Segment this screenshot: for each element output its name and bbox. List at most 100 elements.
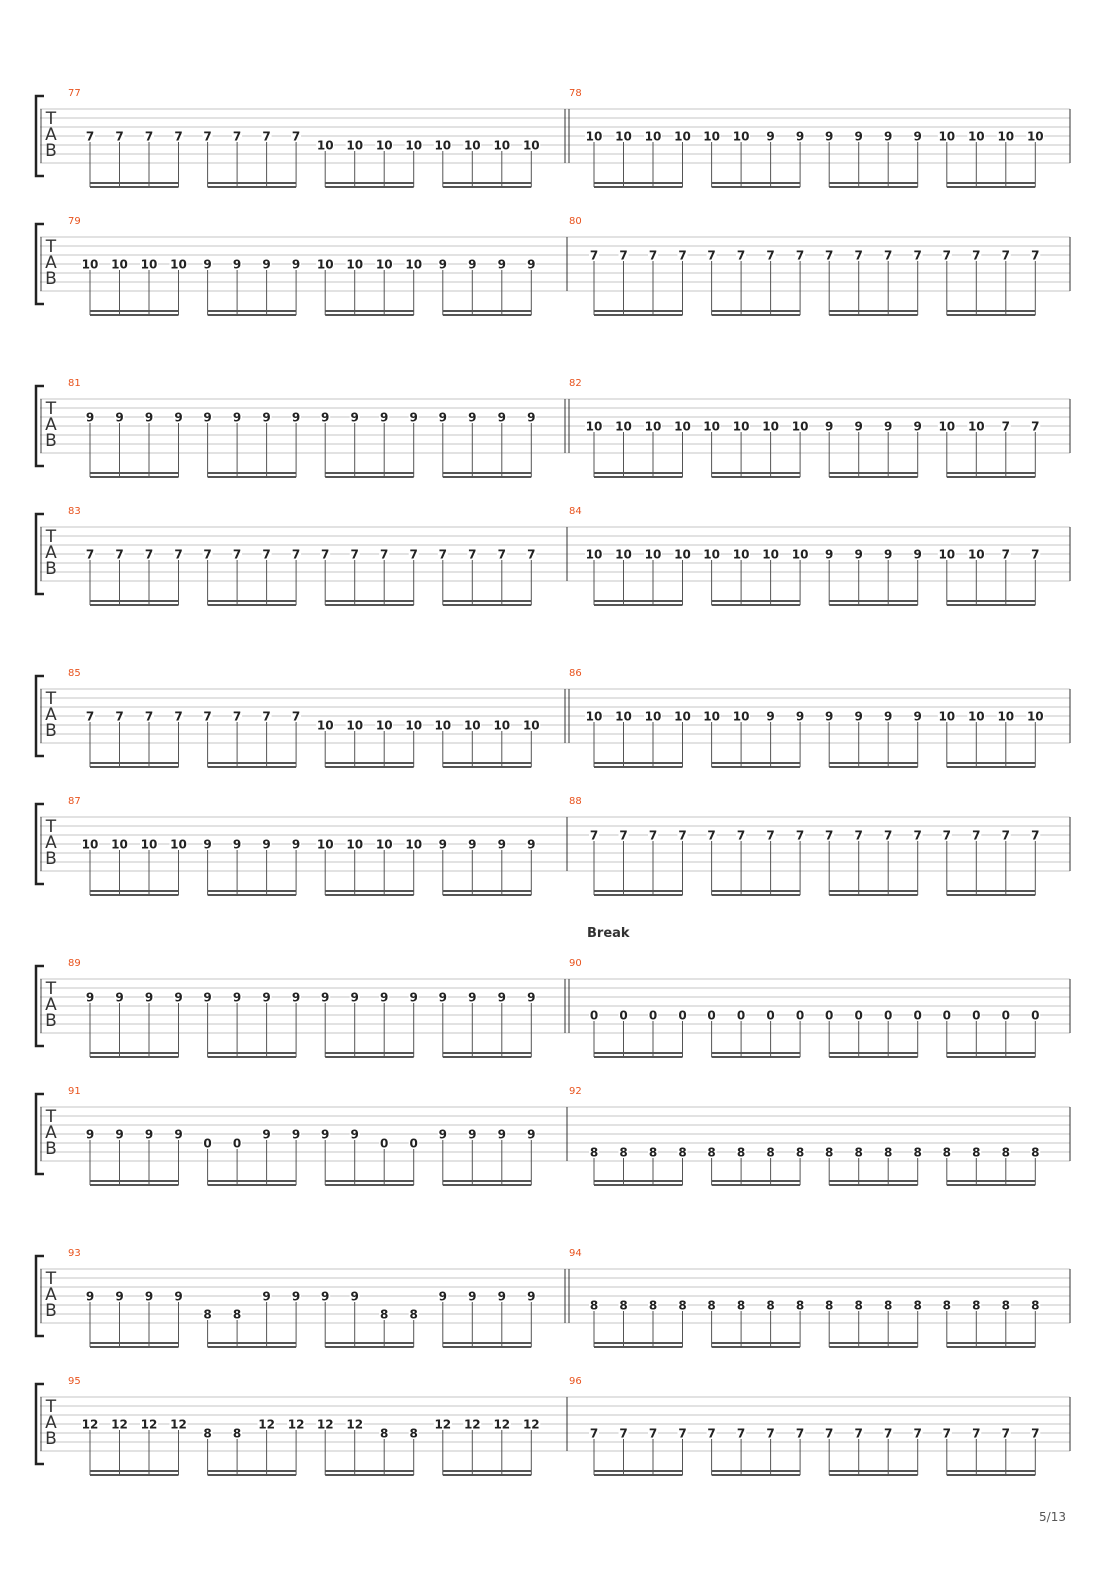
fret-knockout [114,1290,125,1302]
fret-knockout [437,991,448,1003]
fret-knockout [1000,1146,1011,1158]
note-beam [594,314,683,316]
fret-knockout [912,710,923,722]
fret-knockout [173,710,184,722]
fret-number: 7 [884,249,892,263]
fret-knockout [706,1299,717,1311]
fret-number: 7 [115,130,123,144]
tab-clef-letter: B [45,849,57,869]
fret-number: 8 [590,1146,598,1160]
fret-number: 9 [86,1290,94,1304]
fret-knockout [706,1146,717,1158]
fret-number: 0 [590,1009,598,1023]
fret-knockout [496,258,507,270]
tab-clef-letter: A [45,543,57,563]
bar-number: 90 [569,958,582,969]
tab-clef-letter: B [45,1011,57,1031]
fret-knockout [496,1128,507,1140]
fret-number: 10 [703,420,720,434]
fret-number: 9 [203,838,211,852]
fret-knockout [912,1299,923,1311]
note-beam [711,476,801,478]
fret-knockout [114,130,125,142]
note-beam [711,1474,801,1476]
fret-number: 9 [468,1128,476,1142]
fret-number: 7 [972,249,980,263]
fret-knockout [732,710,751,722]
fret-number: 9 [766,710,774,724]
tab-clef-letter: A [45,125,57,145]
fret-number: 9 [468,1290,476,1304]
fret-number: 9 [796,710,804,724]
note-beam [594,1056,683,1058]
fret-knockout [824,130,835,142]
fret-number: 10 [645,548,662,562]
fret-knockout [644,130,662,142]
system-bracket [34,964,44,1048]
fret-number: 9 [292,258,300,272]
fret-knockout [232,258,243,270]
fret-number: 9 [351,991,359,1005]
fret-knockout [644,710,662,722]
fret-knockout [795,1299,806,1311]
fret-number: 7 [796,249,804,263]
fret-number: 7 [86,548,94,562]
fret-knockout [345,258,364,270]
fret-knockout [702,420,721,432]
fret-knockout [618,1009,629,1021]
fret-knockout [614,130,633,142]
fret-knockout [883,249,894,261]
note-beam [711,600,801,602]
note-beam [90,890,179,892]
fret-number: 12 [434,1418,451,1432]
fret-knockout [644,548,662,560]
fret-knockout [677,1427,688,1439]
note-beam [442,1470,532,1472]
note-beam [207,1346,297,1348]
fret-knockout [765,710,776,722]
fret-knockout [585,710,603,722]
fret-number: 9 [884,710,892,724]
note-beam [207,890,297,892]
fret-number: 8 [619,1146,627,1160]
fret-knockout [971,1146,982,1158]
fret-knockout [496,1290,507,1302]
fret-number: 7 [737,829,745,843]
note-beam [594,762,683,764]
note-beam [946,310,1036,312]
fret-knockout [795,710,806,722]
fret-number: 8 [972,1299,980,1313]
fret-knockout [765,1299,776,1311]
fret-number: 12 [346,1418,363,1432]
fret-knockout [316,838,335,850]
fret-number: 10 [317,838,334,852]
fret-number: 9 [86,1128,94,1142]
fret-knockout [853,1299,864,1311]
note-beam [711,314,801,316]
fret-knockout [967,130,986,142]
note-beam [442,894,532,896]
fret-knockout [937,710,956,722]
note-beam [594,1474,683,1476]
fret-knockout [589,1009,599,1021]
fret-knockout [404,139,423,151]
fret-number: 7 [678,249,686,263]
note-beam [594,1346,683,1348]
fret-knockout [883,1299,894,1311]
fret-knockout [706,1427,717,1439]
note-beam [946,766,1036,768]
fret-number: 8 [678,1146,686,1160]
fret-number: 0 [766,1009,774,1023]
fret-knockout [261,258,272,270]
fret-knockout [173,1128,184,1140]
note-beam [946,186,1036,188]
fret-number: 7 [292,130,300,144]
fret-number: 7 [174,548,182,562]
fret-knockout [291,130,302,142]
fret-number: 9 [884,130,892,144]
fret-number: 9 [855,420,863,434]
fret-knockout [349,411,360,423]
fret-knockout [85,130,95,142]
note-beam [594,1180,683,1182]
